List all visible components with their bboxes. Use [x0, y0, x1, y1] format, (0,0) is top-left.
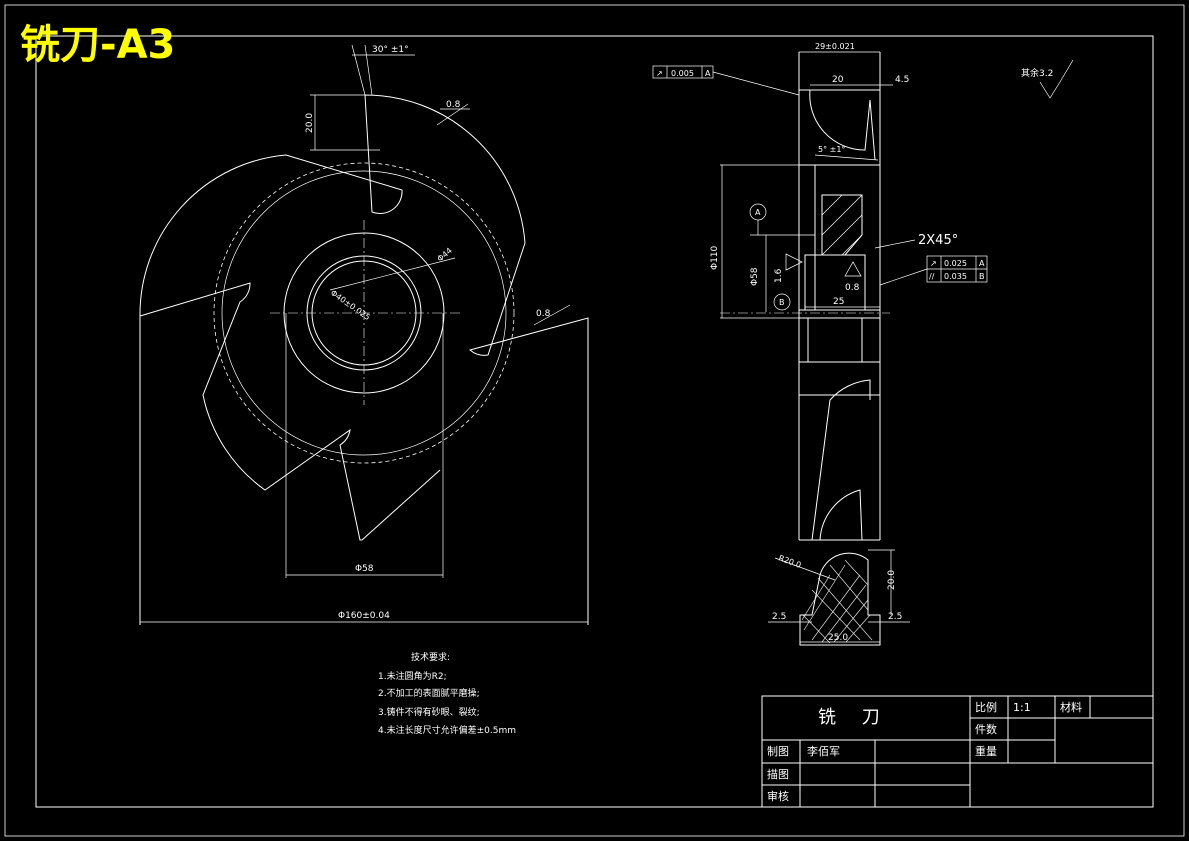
dim-phi110: Φ110: [710, 245, 720, 270]
dim-section-2-5-left: 2.5: [772, 612, 786, 622]
tolerance-frame-top: ↗ 0.005 A: [652, 65, 800, 96]
dim-angle-30: 30° ±1°: [372, 45, 409, 55]
title-drawn-label: 制图: [767, 745, 789, 758]
chamfer-2x45: 2X45°: [918, 233, 958, 248]
sheet-title: 铣刀-A3: [20, 22, 175, 68]
roughness-rest: 其余3.2: [1021, 67, 1053, 79]
tol-right-1-value: 0.025: [944, 259, 967, 268]
dim-angle-5: 5° ±1°: [818, 145, 845, 154]
dim-section-20: 20.0: [887, 570, 897, 590]
dim-width-45: 4.5: [895, 75, 909, 85]
drawing-border: [35, 35, 1154, 808]
side-tooth-profile-top: [809, 89, 876, 161]
chamfer-2x45-leader: [874, 239, 916, 249]
title-block: 铣 刀 比例 1:1 材料 件数 重量 制图 李佰军 描图 审核: [761, 695, 1154, 808]
chamfer-top-leader: [436, 103, 469, 126]
angle-5-line: [814, 154, 879, 161]
tol-top-symbol: ↗: [656, 69, 663, 78]
title-material-label: 材料: [1060, 700, 1082, 714]
dim-chamfer-right: 0.8: [536, 309, 551, 319]
tol-right-2-symbol: //: [929, 272, 935, 281]
dim-phi58-front: Φ58: [355, 564, 374, 574]
section-profile: [799, 552, 881, 646]
section-hatch: [801, 559, 873, 644]
title-quantity-label: 件数: [975, 723, 997, 736]
dim-section-25: 25.0: [828, 633, 848, 643]
inner-relief-circle: [221, 170, 507, 456]
side-tooth-profile-bottom: [811, 379, 871, 541]
dim-width-total: 29±0.021: [815, 42, 855, 51]
dim-width-20: 20: [832, 75, 844, 85]
tech-item-4: 4.未注长度尺寸允许偏差±0.5mm: [378, 724, 516, 736]
dim-chamfer-top: 0.8: [446, 100, 461, 110]
tech-heading: 技术要求:: [411, 651, 450, 663]
relief-dashed-circle: [213, 162, 515, 464]
cutter-outer-profile: [139, 94, 589, 625]
dim-phi160: Φ160±0.04: [338, 611, 390, 621]
title-traced-label: 描图: [767, 767, 789, 781]
title-weight-label: 重量: [975, 744, 997, 758]
datum-b-circle: [773, 293, 791, 311]
roughness-symbol-2: [844, 261, 862, 277]
tol-right-1-datum: A: [979, 259, 985, 268]
tech-requirements: 技术要求: 1.未注圆角为R2; 2.不加工的表面腻平磨操; 3.铸件不得有砂眼…: [378, 651, 516, 736]
angle-leader-1: [351, 44, 366, 96]
side-view: Φ110 Φ58 1.6 25 0.8 A B 29±0.021 20 4.5 …: [652, 42, 1074, 541]
front-view: Φ58 Φ160±0.04 Φ40±0.025 Φ44 20.0 30° ±1°…: [139, 44, 589, 625]
tol-right-2-value: 0.035: [944, 272, 967, 281]
dim-section-r: R20.0: [777, 553, 802, 569]
roughness-symbol-1: [785, 253, 803, 271]
drawing-outer-frame: [4, 4, 1185, 837]
tol-right-1-symbol: ↗: [930, 259, 937, 268]
tech-item-1: 1.未注圆角为R2;: [378, 670, 447, 682]
bore-dim-leader: [329, 257, 456, 291]
dim-height: 20.0: [305, 113, 315, 133]
side-hatch-region: [821, 194, 863, 256]
side-hatch-lines: [821, 194, 863, 256]
dim-25-side: 25: [833, 297, 844, 307]
title-part-name: 铣 刀: [818, 707, 890, 728]
title-scale-label: 比例: [975, 700, 997, 714]
dim-bore: Φ40±0.025: [329, 288, 372, 322]
dim-phi58-side: Φ58: [750, 267, 760, 286]
tol-right-2-datum: B: [979, 272, 985, 281]
tol-top-datum: A: [705, 69, 711, 78]
section-r-leader: [774, 557, 836, 581]
tech-item-3: 3.铸件不得有砂眼、裂纹;: [378, 706, 480, 718]
chamfer-right-leader: [533, 304, 571, 326]
title-scale-value: 1:1: [1013, 701, 1031, 714]
angle-leader-2: [364, 44, 373, 96]
tol-top-value: 0.005: [671, 69, 694, 78]
title-drawn-name: 李佰军: [807, 744, 840, 758]
dim-1-6: 1.6: [774, 268, 784, 283]
datum-a-label: A: [755, 208, 761, 217]
section-view: R20.0 20.0 2.5 2.5 25.0: [768, 549, 910, 646]
dim-0-8-side: 0.8: [845, 283, 860, 293]
tolerance-frame-right: ↗ 0.025 A // 0.035 B: [879, 255, 988, 286]
roughness-rest-symbol: [1039, 59, 1074, 99]
dim-section-2-5-right: 2.5: [888, 612, 902, 622]
title-checked-label: 审核: [767, 789, 789, 803]
datum-b-label: B: [779, 298, 785, 307]
tech-item-2: 2.不加工的表面腻平磨操;: [378, 687, 480, 699]
